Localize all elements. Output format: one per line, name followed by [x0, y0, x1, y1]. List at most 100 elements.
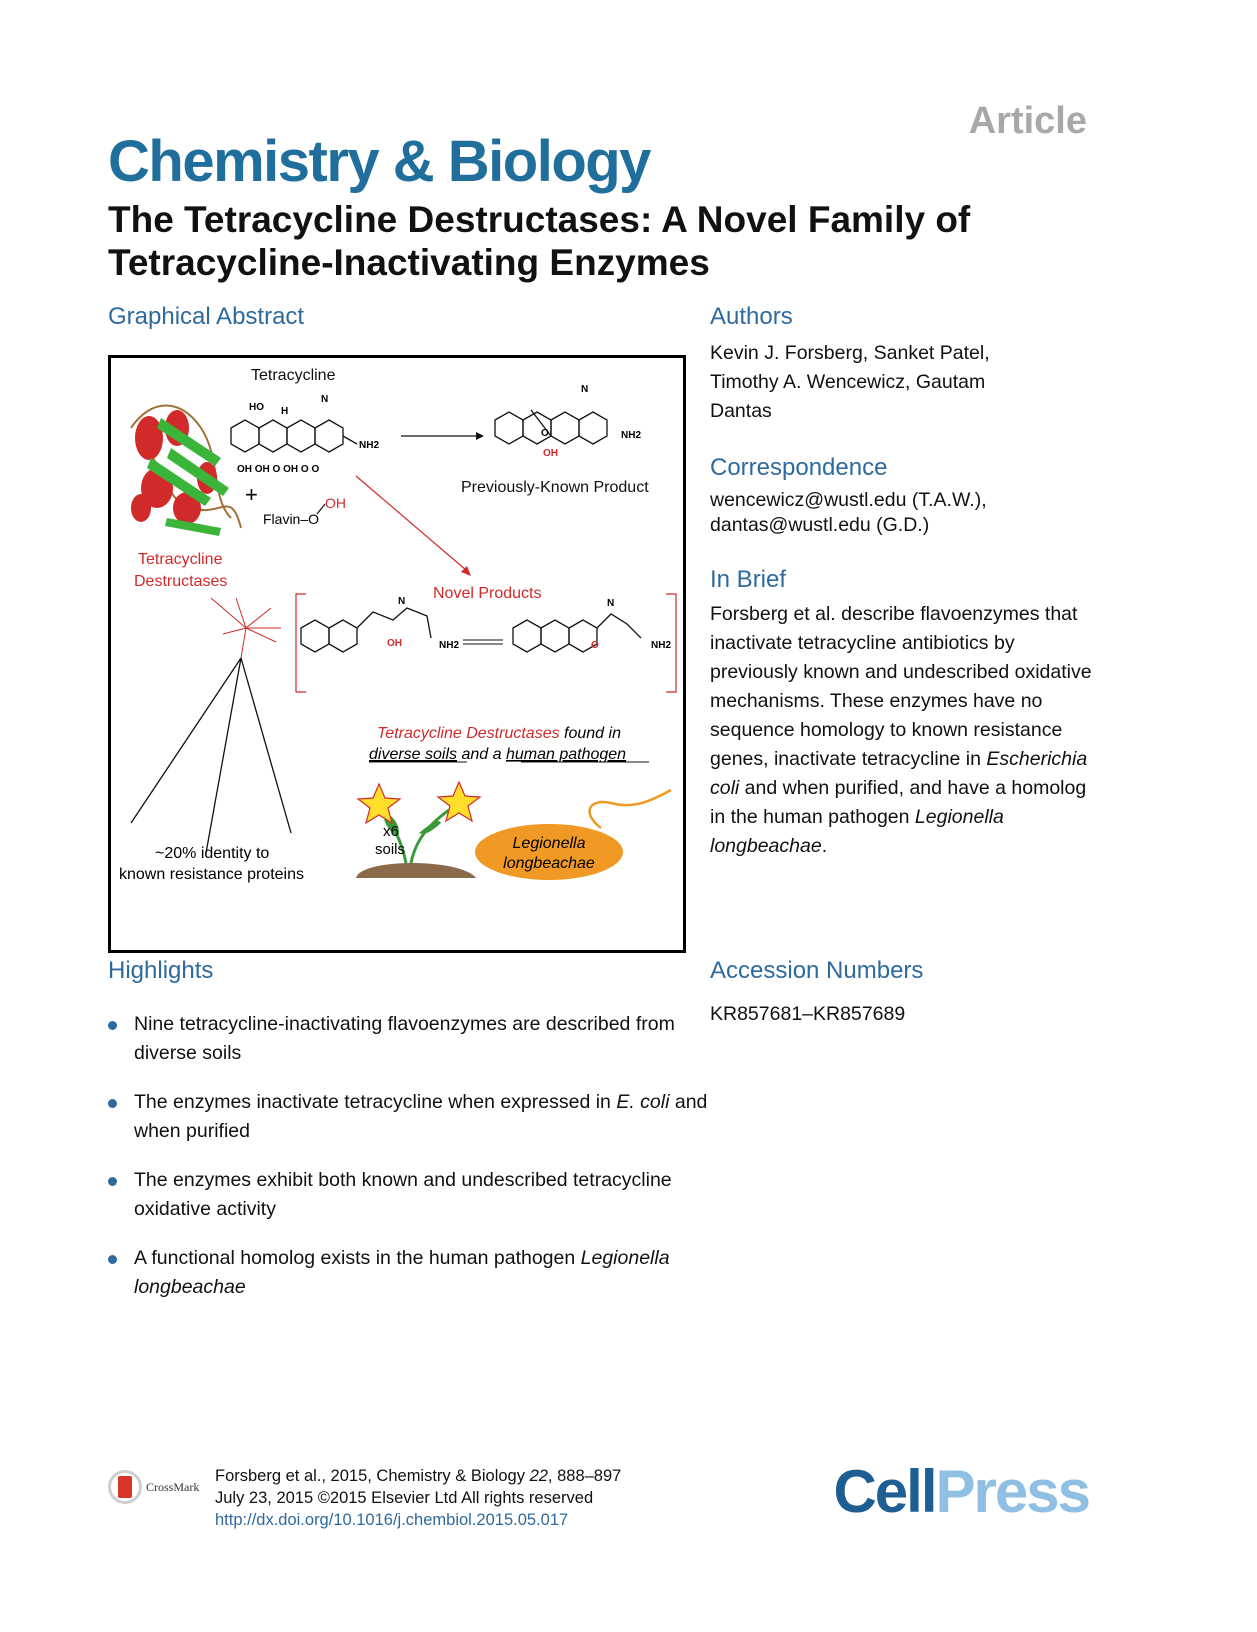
novel-products-label: Novel Products [433, 585, 542, 602]
bullet-icon [108, 1255, 117, 1264]
citation-line-1: Forsberg et al., 2015, Chemistry & Biolo… [215, 1465, 621, 1487]
citation-volume: 22 [529, 1467, 548, 1485]
soil-mound [356, 863, 476, 878]
diverse-soils: diverse soils [369, 746, 457, 763]
previously-known-structure [494, 409, 608, 445]
novel-products-arrowhead [461, 566, 471, 576]
flavin-label: Flavin–O [263, 511, 319, 527]
product-o: O [541, 428, 549, 439]
in-brief-part-3: . [821, 835, 828, 857]
cellpress-logo-cell: Cell [833, 1458, 937, 1525]
reaction-arrowhead [476, 432, 484, 440]
journal-title: Chemistry & Biology [108, 129, 651, 194]
phylogenetic-tree [130, 657, 292, 854]
found-red: Tetracycline Destructases [377, 725, 560, 742]
novel-1-nh2: NH2 [439, 640, 459, 651]
highlight-item: The enzymes exhibit both known and undes… [108, 1166, 708, 1224]
in-brief-part-2: and when purified, and have a homolog in… [710, 777, 1087, 828]
flavin-oh: OH [325, 495, 346, 511]
product-n: N [581, 384, 588, 395]
novel-product-1-structure [300, 607, 432, 653]
in-brief-heading: In Brief [710, 566, 787, 593]
highlight-text-1: Nine tetracycline-inactivating flavoenzy… [134, 1013, 675, 1064]
identity-label-1: ~20% identity to [155, 845, 269, 862]
citation-footer: Forsberg et al., 2015, Chemistry & Biolo… [215, 1465, 621, 1531]
found-rest: found in [560, 725, 621, 742]
article-label: Article [968, 100, 1087, 142]
human-pathogen: human pathogen [506, 746, 626, 763]
highlight-text-4a: A functional homolog exists in the human… [134, 1247, 581, 1269]
tetracycline-ho: HO [249, 402, 264, 413]
product-nh2: NH2 [621, 430, 641, 441]
identity-label-2: known resistance proteins [119, 866, 304, 883]
tetracycline-label: Tetracycline [251, 367, 336, 384]
in-brief-italic-2: Legionella longbeachae [710, 806, 1004, 857]
correspondence-list: wencewicz@wustl.edu (T.A.W.), dantas@wus… [710, 488, 1110, 538]
highlight-text-2-italic: E. coli [616, 1091, 670, 1113]
authors-line-1: Kevin J. Forsberg, Sanket Patel, [710, 342, 990, 364]
found-in-line: Tetracycline Destructases found in [377, 725, 621, 742]
novel-products-arrow [355, 475, 467, 571]
highlight-item: The enzymes inactivate tetracycline when… [108, 1088, 708, 1146]
highlights-list: Nine tetracycline-inactivating flavoenzy… [108, 1010, 708, 1322]
crossmark-icon [108, 1470, 142, 1504]
highlight-text-4-italic: Legionella longbeachae [134, 1247, 670, 1298]
highlight-text-2a: The enzymes inactivate tetracycline when… [134, 1091, 617, 1113]
in-brief-italic-1: Escherichia coli [710, 748, 1088, 799]
in-brief-text: Forsberg et al. describe flavoenzymes th… [710, 600, 1095, 861]
tetracycline-n: N [321, 394, 328, 405]
red-subtree [210, 597, 281, 659]
accession-value: KR857681–KR857689 [710, 1003, 906, 1025]
citation-line-2: July 23, 2015 ©2015 Elsevier Ltd All rig… [215, 1489, 594, 1507]
novel-2-nh2: NH2 [651, 640, 671, 651]
bullet-icon [108, 1177, 117, 1186]
citation-pages: , 888–897 [547, 1467, 622, 1485]
destructases-label-1: Tetracycline [138, 551, 223, 568]
x6-label: x6 [383, 823, 399, 840]
highlight-item: Nine tetracycline-inactivating flavoenzy… [108, 1010, 708, 1068]
novel-1-red-oh: OH [387, 638, 402, 649]
novel-2-n: N [607, 598, 614, 609]
crossmark-badge[interactable]: CrossMark [108, 1470, 199, 1504]
flavin-bond [316, 503, 326, 515]
protein-structure-icon [130, 404, 242, 536]
novel-1-n: N [398, 596, 405, 607]
cellpress-logo: CellPress [833, 1457, 1091, 1526]
bracket-left [295, 593, 306, 693]
flagellum [588, 788, 672, 829]
novel-2-red-o: O [591, 640, 599, 651]
novel-product-2-structure [512, 613, 642, 653]
soils-label: soils [375, 841, 405, 858]
tetracycline-h: H [281, 406, 288, 417]
highlights-heading: Highlights [108, 957, 214, 984]
authors-line-3: Dantas [710, 400, 772, 422]
and-a: and a [457, 746, 506, 763]
in-brief-part-1: Forsberg et al. describe flavoenzymes th… [710, 603, 1092, 770]
plant-illustration [356, 780, 482, 864]
accession-heading: Accession Numbers [710, 957, 924, 984]
citation-text: Forsberg et al., 2015, Chemistry & Biolo… [215, 1467, 530, 1485]
authors-line-2: Timothy A. Wencewicz, Gautam [710, 371, 986, 393]
legionella-label-2: longbeachae [503, 855, 595, 872]
destructases-label-2: Destructases [134, 573, 227, 590]
legionella-label-1: Legionella [513, 835, 586, 852]
authors-heading: Authors [710, 303, 793, 330]
crossmark-label: CrossMark [146, 1479, 200, 1494]
correspondence-email-1[interactable]: wencewicz@wustl.edu (T.A.W.), [710, 489, 987, 511]
bracket-right [666, 593, 677, 693]
bullet-icon [108, 1021, 117, 1030]
bullet-icon [108, 1099, 117, 1108]
highlight-item: A functional homolog exists in the human… [108, 1244, 708, 1302]
graphical-abstract-figure: Tetracycline HO H N NH2 OH OH O OH O O O… [119, 367, 677, 883]
highlight-text-3: The enzymes exhibit both known and undes… [134, 1169, 672, 1220]
product-red-oh: OH [543, 448, 558, 459]
previously-known-label: Previously-Known Product [461, 479, 649, 496]
doi-link[interactable]: http://dx.doi.org/10.1016/j.chembiol.201… [215, 1511, 569, 1529]
correspondence-heading: Correspondence [710, 454, 888, 481]
tetracycline-oh-row: OH OH O OH O O [237, 464, 319, 475]
graphical-abstract-heading: Graphical Abstract [108, 303, 305, 330]
cellpress-logo-press: Press [935, 1458, 1091, 1525]
authors-list: Kevin J. Forsberg, Sanket Patel, Timothy… [710, 339, 1110, 426]
correspondence-email-2[interactable]: dantas@wustl.edu (G.D.) [710, 514, 930, 536]
right-column: Authors Kevin J. Forsberg, Sanket Patel,… [710, 303, 1110, 861]
